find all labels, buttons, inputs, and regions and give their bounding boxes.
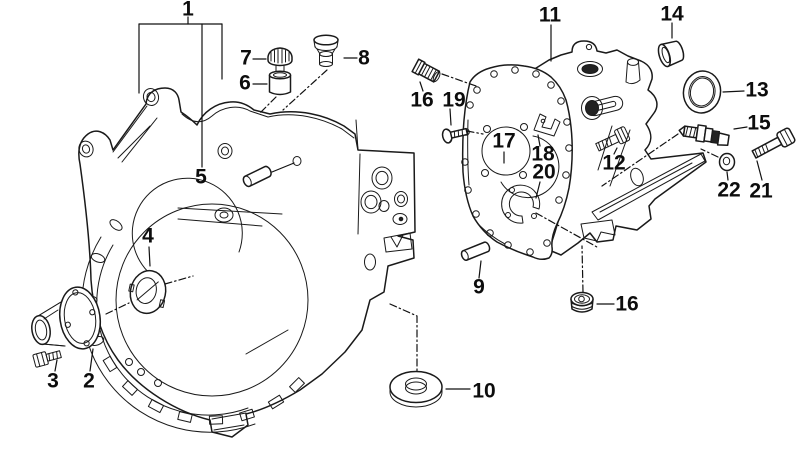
leader-dashdot: [581, 245, 584, 293]
flange-windows: [102, 355, 305, 425]
dowel-pin-5: [242, 165, 272, 188]
callout-label-15: 15: [747, 112, 771, 135]
callout-label-16: 16: [410, 89, 433, 112]
leader-line: [537, 134, 541, 147]
gasket-17: [461, 64, 573, 261]
leader-dashdot: [258, 96, 277, 115]
screw-19: [441, 127, 469, 144]
clip-18: [533, 113, 561, 137]
callout-label-22: 22: [717, 179, 740, 202]
guide-tube: [31, 286, 102, 350]
bearing-bores: [355, 119, 413, 271]
bolt-21: [751, 127, 796, 159]
mounting-arm: [78, 88, 160, 163]
callout-label-5: 5: [195, 166, 207, 189]
leader-dashdot: [466, 130, 484, 135]
leader-line: [722, 90, 745, 93]
leader-dashdot: [700, 148, 719, 158]
callout-label-11: 11: [539, 4, 562, 27]
bell-housing: [78, 87, 416, 438]
seal-ring-13: [682, 70, 722, 114]
leader-line: [733, 126, 748, 130]
leader-line: [756, 160, 763, 181]
leader-line: [148, 246, 151, 267]
leader-line: [613, 147, 618, 155]
leader-lines: [54, 16, 763, 390]
callout-label-12: 12: [602, 152, 625, 175]
callout-label-7: 7: [240, 47, 252, 70]
callout-label-16: 16: [615, 293, 638, 316]
callout-label-2: 2: [83, 370, 95, 393]
callout-label-13: 13: [745, 79, 768, 102]
callout-label-17: 17: [492, 130, 515, 153]
callout-label-9: 9: [473, 276, 485, 299]
screw-plug-16-upper: [411, 58, 441, 83]
callout-label-21: 21: [749, 180, 773, 203]
leader-line: [419, 81, 424, 92]
sealing-plug-8: [313, 34, 339, 67]
vent-cap-7: [267, 47, 293, 67]
gasket-bolt-holes: [461, 66, 573, 256]
seal-ring-4: [128, 269, 167, 315]
vent-sleeve-6: [268, 64, 292, 96]
callout-label-3: 3: [47, 370, 59, 393]
dowel-hole: [292, 156, 302, 166]
leader-dashdot: [441, 73, 477, 87]
bolt-12: [595, 126, 631, 152]
cap-14: [657, 40, 685, 68]
leader-dashdot: [164, 275, 194, 285]
leader-dashdot: [282, 69, 328, 111]
callout-label-1: 1: [182, 0, 194, 21]
callout-label-14: 14: [660, 3, 684, 26]
callout-label-4: 4: [142, 225, 154, 248]
leader-dashdot: [105, 302, 130, 315]
leader-line: [535, 181, 541, 199]
guide-20: [501, 184, 541, 224]
leader-line: [478, 260, 482, 279]
leader-dashdot: [389, 303, 418, 372]
leader-line: [54, 359, 58, 372]
callout-label-8: 8: [358, 47, 370, 70]
leader-line: [726, 171, 729, 181]
washer-22: [718, 152, 736, 172]
callout-label-6: 6: [239, 72, 251, 95]
screw-plug-16-lower: [570, 291, 594, 313]
callout-label-10: 10: [472, 380, 495, 403]
leader-line: [271, 162, 295, 173]
leader-line: [89, 348, 94, 372]
callout-label-19: 19: [442, 89, 465, 112]
washer-10: [389, 370, 443, 408]
bolt-3: [32, 350, 62, 368]
callout-label-20: 20: [532, 161, 555, 184]
dowel-pin-9: [460, 241, 491, 261]
leader-dashdot: [601, 133, 679, 187]
switch-15: [678, 124, 730, 147]
callout-label-18: 18: [531, 143, 555, 166]
leader-dashdot: [535, 212, 598, 248]
leader-line: [449, 108, 452, 126]
